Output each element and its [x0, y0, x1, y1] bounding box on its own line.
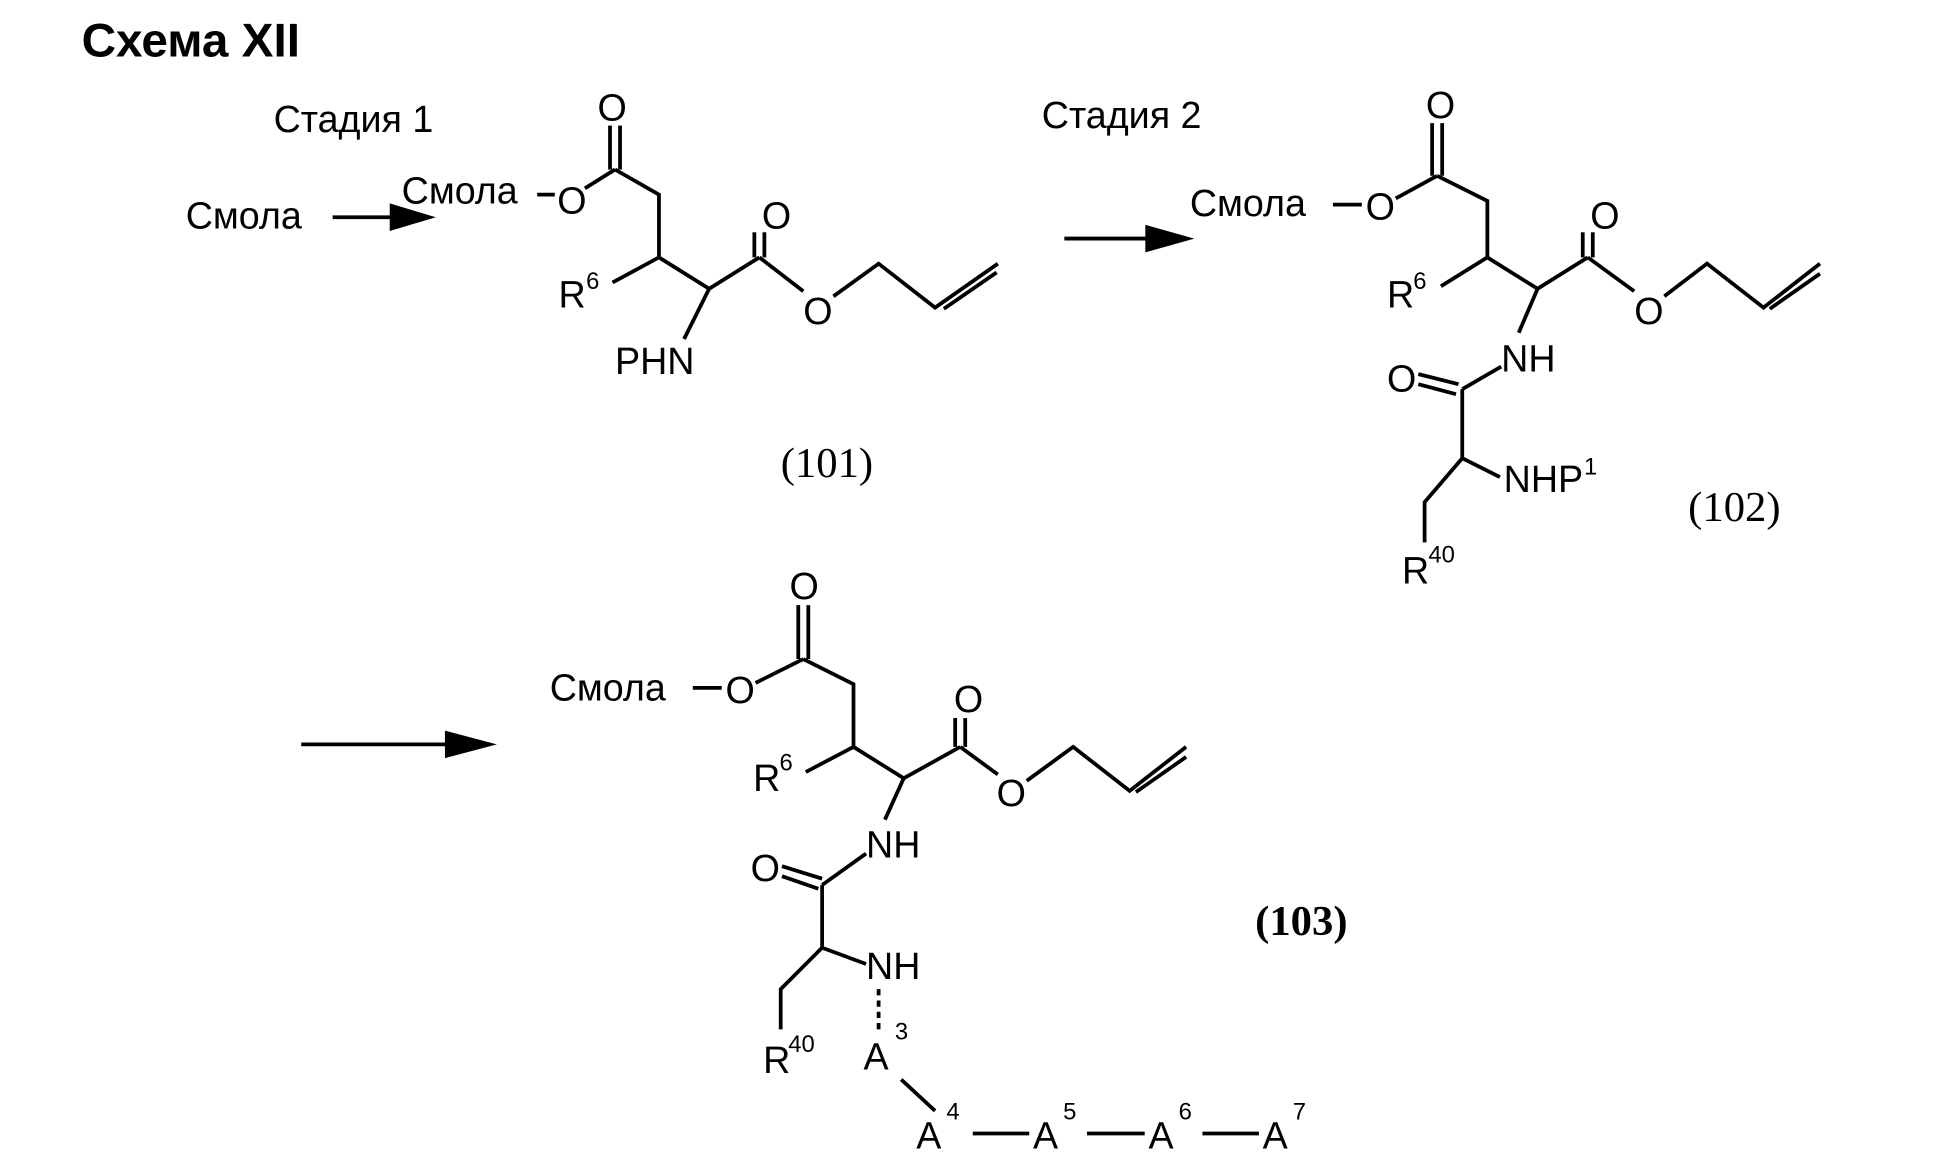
arrow-stage-2	[1064, 227, 1187, 250]
superscript: 5	[1063, 1099, 1076, 1126]
arrow-stage-3	[301, 733, 489, 756]
compound-102: Смола O O R 6 O O NH O NHP 1 R 40 (102)	[1190, 84, 1820, 592]
compound-label-101: (101)	[781, 440, 873, 487]
atom-phn: PHN	[615, 340, 694, 382]
atom-a4: A	[916, 1115, 942, 1157]
superscript: 6	[1413, 268, 1426, 295]
atom-r: R	[559, 274, 586, 316]
superscript: 3	[895, 1018, 908, 1045]
compound-101: Смола O O R 6 PHN O O (101)	[402, 87, 998, 487]
superscript: 1	[1584, 454, 1597, 481]
atom-o: O	[1366, 186, 1395, 228]
atom-a7: A	[1263, 1115, 1289, 1157]
resin-label: Смола	[1190, 182, 1306, 224]
atom-o: O	[557, 179, 586, 221]
stage-2-label: Стадия 2	[1042, 94, 1202, 136]
atom-nhp: NHP	[1504, 458, 1583, 500]
atom-o: O	[954, 678, 983, 720]
atom-nh: NH	[866, 823, 920, 865]
scheme-title: Схема XII	[82, 15, 300, 68]
atom-a6: A	[1148, 1115, 1174, 1157]
atom-o: O	[751, 847, 780, 889]
resin-label: Смола	[550, 666, 666, 708]
compound-label-102: (102)	[1688, 484, 1780, 531]
superscript: 4	[946, 1099, 959, 1126]
atom-nh: NH	[1501, 338, 1555, 380]
atom-o: O	[1590, 195, 1619, 237]
superscript: 40	[788, 1031, 815, 1058]
atom-o: O	[997, 772, 1026, 814]
atom-o: O	[789, 565, 818, 607]
atom-o: O	[1634, 290, 1663, 332]
atom-a3: A	[864, 1035, 890, 1077]
superscript: 7	[1293, 1099, 1306, 1126]
resin-label: Смола	[402, 169, 518, 211]
stage-1-label: Стадия 1	[274, 98, 434, 140]
atom-o: O	[725, 669, 754, 711]
atom-o: O	[762, 195, 791, 237]
atom-o: O	[1426, 84, 1455, 126]
atom-r: R	[763, 1039, 790, 1081]
superscript: 6	[1179, 1099, 1192, 1126]
atom-r: R	[1387, 274, 1414, 316]
atom-r: R	[1402, 550, 1429, 592]
compound-label-103: (103)	[1255, 898, 1347, 945]
superscript: 6	[779, 750, 792, 777]
atom-r: R	[753, 757, 780, 799]
compound-103: Смола O O R 6 O O NH O NH R 40 A 3 A 4 A…	[550, 565, 1348, 1157]
resin-start-label: Смола	[186, 195, 302, 237]
superscript: 6	[586, 268, 599, 295]
atom-o: O	[1387, 358, 1416, 400]
atom-o: O	[803, 290, 832, 332]
atom-o: O	[597, 87, 626, 129]
atom-nh: NH	[866, 945, 920, 987]
atom-a5: A	[1033, 1115, 1059, 1157]
superscript: 40	[1428, 541, 1455, 568]
